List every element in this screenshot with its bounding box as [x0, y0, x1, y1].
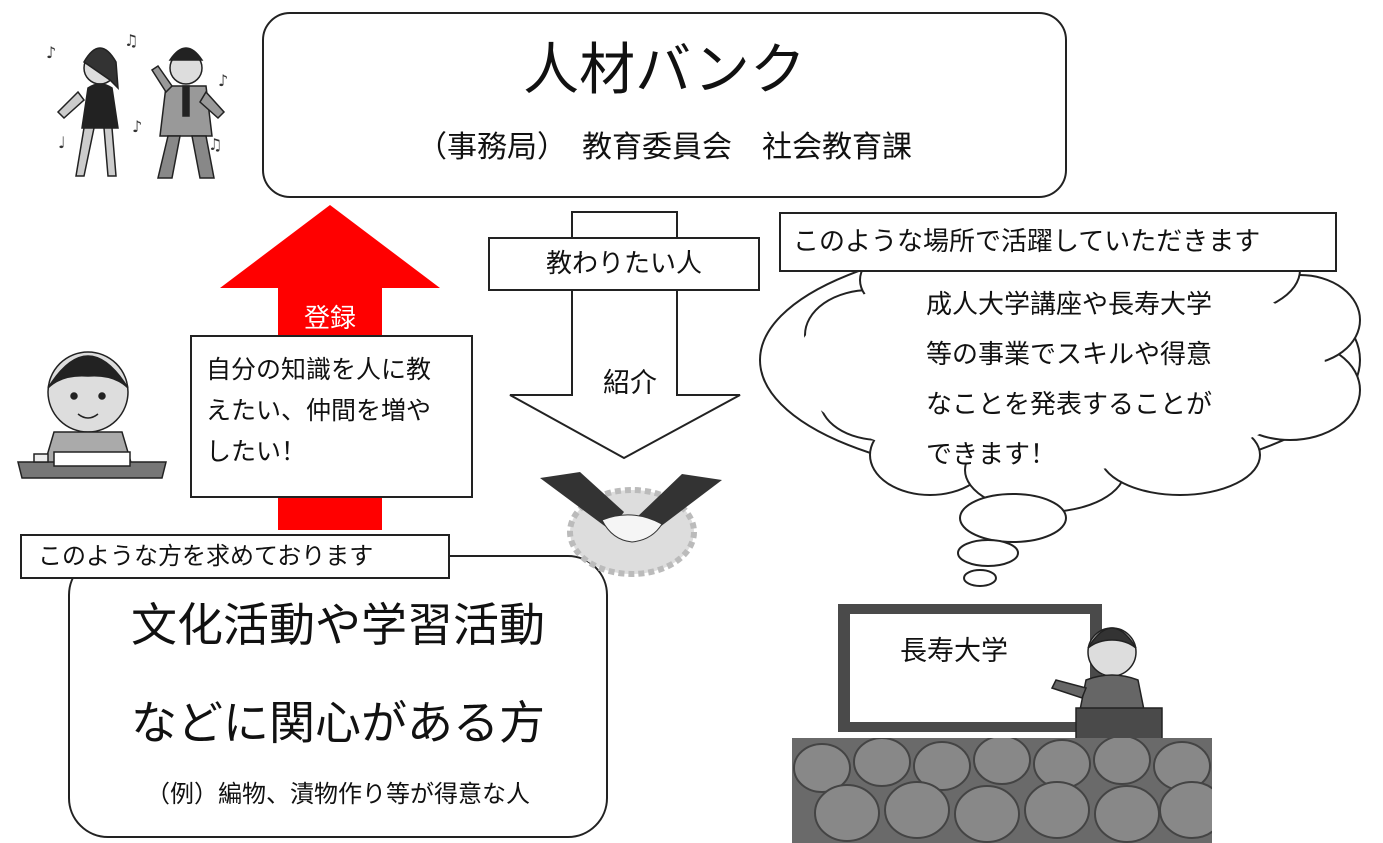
cloud-line: 等の事業でスキルや得意: [926, 340, 1213, 370]
thought-bubble-medium: [957, 539, 1019, 567]
venue-caption: このような場所で活躍していただきます: [779, 212, 1337, 272]
learner-label: 教わりたい人: [488, 237, 760, 291]
target-line-2: などに関心がある方: [131, 696, 545, 750]
svg-text:♪: ♪: [218, 71, 228, 90]
svg-text:♪: ♪: [132, 117, 142, 136]
cloud-line: 成人大学講座や長寿大学: [926, 290, 1213, 320]
target-line-1: 文化活動や学習活動: [131, 598, 545, 652]
svg-text:♪: ♪: [46, 43, 56, 62]
screen-sign: 長寿大学: [900, 636, 1008, 667]
target-box: [68, 555, 608, 838]
svg-text:♫: ♫: [208, 135, 222, 154]
register-label: 登録: [303, 304, 356, 334]
cloud-line: なことを発表することが: [926, 390, 1213, 420]
goal-line: 自分の知識を人に教: [206, 355, 432, 384]
handshake-icon: [540, 472, 722, 577]
target-example: （例）編物、漬物作り等が得意な人: [146, 780, 530, 808]
goal-line: したい！: [206, 437, 307, 466]
seeking-caption: このような方を求めております: [20, 534, 450, 579]
svg-text:♩: ♩: [58, 133, 66, 152]
svg-text:♫: ♫: [124, 31, 138, 50]
lecture-speaker-icon: [1050, 627, 1163, 758]
cloud-line: できます！: [926, 440, 1057, 470]
bank-box: [262, 12, 1067, 198]
goal-line: えたい、仲間を増や: [206, 396, 432, 425]
bank-office: （事務局） 教育委員会 社会教育課: [417, 130, 912, 165]
goal-box: 自分の知識を人に教 えたい、仲間を増や したい！: [190, 335, 473, 498]
thought-bubble-large: [959, 493, 1067, 543]
introduce-label: 紹介: [603, 368, 657, 399]
bank-title: 人材バンク: [523, 38, 806, 103]
thought-bubble-small: [963, 569, 997, 587]
cloud-text: 成人大学講座や長寿大学 等の事業でスキルや得意 なことを発表することが できます…: [926, 280, 1256, 480]
studying-boy-icon: [17, 351, 167, 479]
dancing-couple-icon: ♪ ♫ ♪ ♩ ♪ ♫: [46, 31, 228, 179]
audience-icon: [792, 738, 1212, 843]
